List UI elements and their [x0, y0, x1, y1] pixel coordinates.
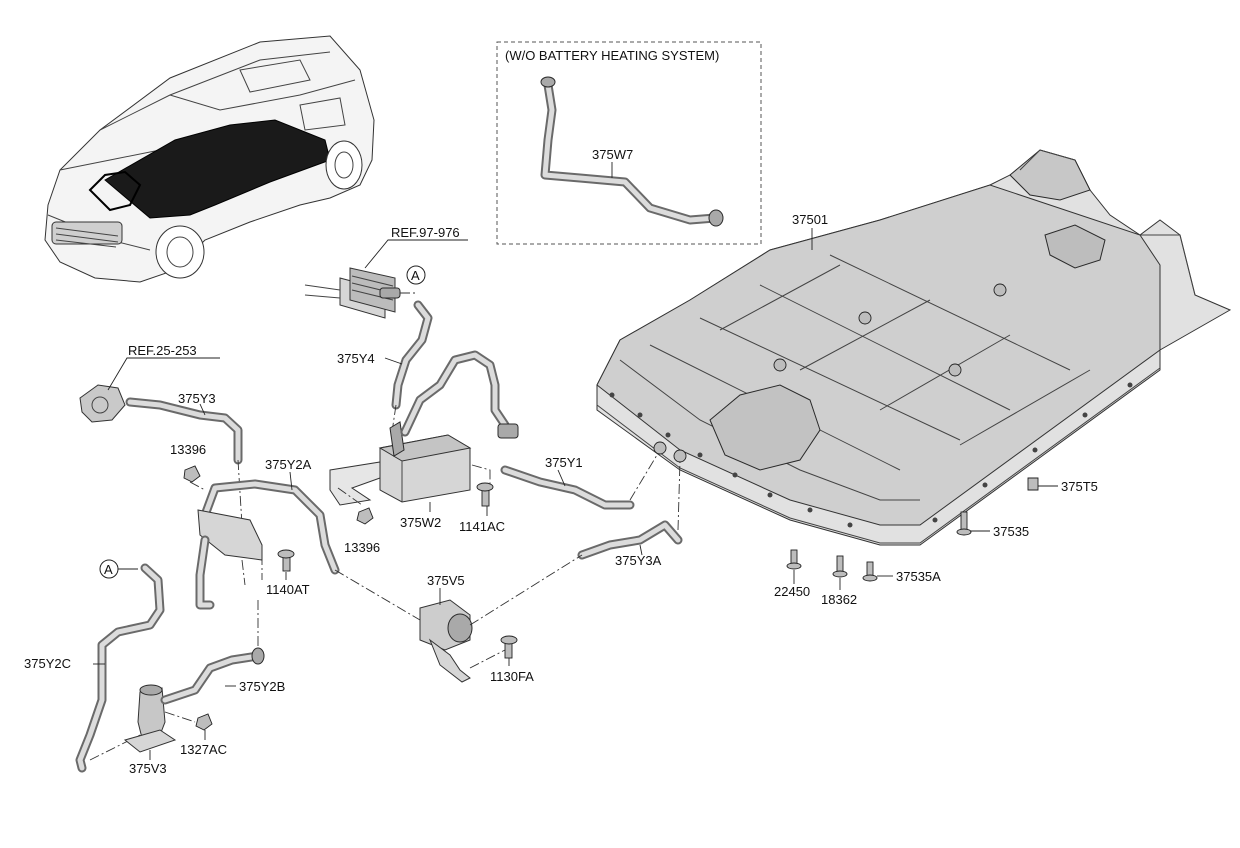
label-22450: 22450 [774, 584, 810, 599]
vehicle-illustration [44, 35, 375, 283]
hose-375Y2C: A 375Y2C [24, 559, 165, 773]
label-1140AT: 1140AT [266, 582, 310, 597]
label-375Y3A: 375Y3A [615, 553, 662, 568]
tray-fasteners: 375T5 37535 22450 18362 37535A [774, 477, 1098, 607]
manifold-375Y2A: 375Y2A 1140AT [195, 457, 421, 648]
hose-375Y2B: 375Y2B [160, 647, 285, 705]
valve-375V3: 375V3 1327AC [123, 684, 227, 776]
label-375Y2B: 375Y2B [239, 679, 285, 694]
connector-A-top: A [411, 268, 420, 283]
label-375Y2A: 375Y2A [265, 457, 312, 472]
battery-pack: 37501 [596, 149, 1232, 546]
ref-97-976: REF.97-976 [391, 225, 460, 240]
pump-375V5: 375V5 1130FA [419, 554, 583, 684]
heater-375W2: 375W2 1141AC 13396 [329, 350, 519, 555]
label-37501: 37501 [792, 212, 828, 227]
hose-375Y4: 375Y4 [337, 300, 433, 433]
chiller-ref-97-976: REF.97-976 A [304, 225, 468, 319]
label-375Y2C: 375Y2C [24, 656, 71, 671]
hose-375Y1: 375Y1 [500, 441, 667, 510]
pump-ref-25-253: REF.25-253 [79, 343, 220, 423]
label-1141AC: 1141AC [459, 519, 505, 534]
label-375T5: 375T5 [1061, 479, 1098, 494]
label-375W2: 375W2 [400, 515, 441, 530]
label-375W7: 375W7 [592, 147, 633, 162]
ref-25-253: REF.25-253 [128, 343, 197, 358]
label-375Y4: 375Y4 [337, 351, 375, 366]
label-18362: 18362 [821, 592, 857, 607]
tray-bolts [609, 382, 1133, 528]
connector-A-bottom: A [104, 562, 113, 577]
label-375V5: 375V5 [427, 573, 465, 588]
label-1327AC: 1327AC [180, 742, 227, 757]
label-375V3: 375V3 [129, 761, 167, 776]
hose-375Y3A: 375Y3A [577, 449, 687, 568]
label-37535: 37535 [993, 524, 1029, 539]
label-1130FA: 1130FA [490, 669, 534, 684]
label-375Y3: 375Y3 [178, 391, 216, 406]
label-37535A: 37535A [896, 569, 941, 584]
label-13396-b: 13396 [344, 540, 380, 555]
inset-panel: (W/O BATTERY HEATING SYSTEM) 375W7 [496, 41, 762, 245]
hose-375Y3: 375Y3 13396 [125, 391, 243, 526]
label-13396-a: 13396 [170, 442, 206, 457]
label-375Y1: 375Y1 [545, 455, 583, 470]
inset-title: (W/O BATTERY HEATING SYSTEM) [505, 48, 719, 63]
